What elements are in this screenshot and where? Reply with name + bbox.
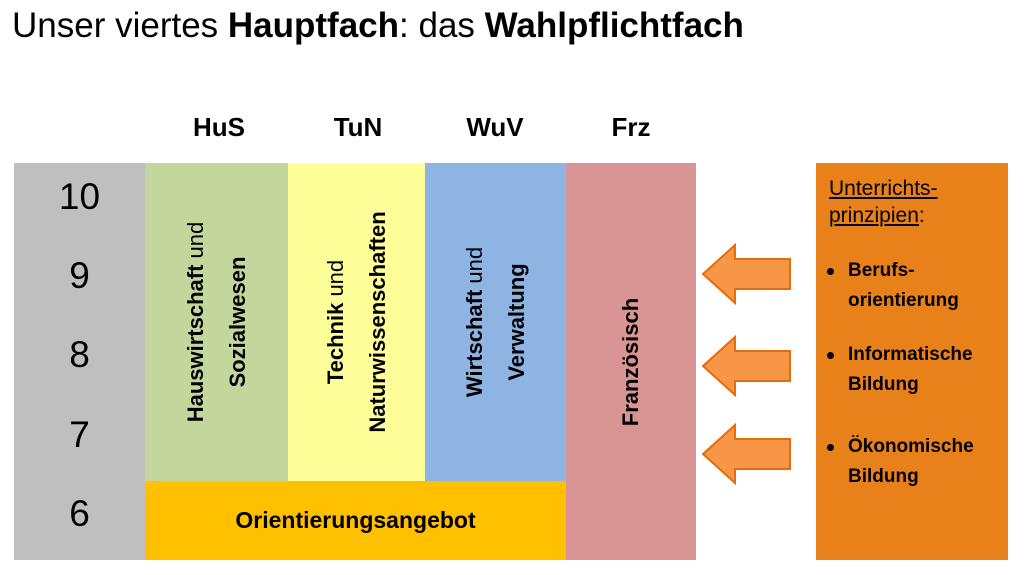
title-text: : das (399, 6, 485, 45)
principles-heading: Unterrichts- prinzipien: (829, 177, 938, 227)
subject-wuv-label: Wirtschaft und Verwaltung (461, 246, 529, 398)
column-header-frz: Frz (611, 112, 651, 142)
grade-label: 7 (69, 414, 90, 455)
grade-label: 6 (69, 493, 90, 534)
principle-item: Ökonomische Bildung (827, 432, 1007, 492)
title-text: Unser viertes (12, 6, 228, 45)
page-title: Unser viertes Hauptfach: das Wahlpflicht… (12, 6, 744, 46)
column-header-wuv: WuV (466, 112, 524, 142)
subject-hus: Hauswirtschaft und Sozialwesen (145, 163, 288, 481)
grade-label: 10 (58, 176, 101, 217)
subject-hus-label: Hauswirtschaft und Sozialwesen (182, 221, 250, 423)
subject-frz-label: Französisch (618, 297, 643, 426)
subject-frz: Französisch (566, 163, 696, 560)
column-header-tun: TuN (333, 112, 383, 142)
teaching-principles-box: Unterrichts- prinzipien: Berufs- orienti… (816, 163, 1008, 560)
principle-item: Informatische Bildung (827, 340, 1007, 400)
subject-wuv: Wirtschaft und Verwaltung (425, 163, 566, 481)
grade-label: 8 (69, 334, 90, 375)
subject-tun: Technik und Naturwissenschaften (288, 163, 425, 481)
title-bold-text: Wahlpflichtfach (484, 6, 744, 45)
arrow-left-icon (701, 242, 791, 306)
grade-column: 10 9 8 7 6 (14, 163, 145, 560)
column-header-hus: HuS (193, 112, 245, 142)
bullet-icon (827, 352, 834, 359)
bullet-icon (827, 444, 834, 451)
title-bold-text: Hauptfach (227, 6, 400, 45)
arrow-left-icon (701, 334, 791, 398)
bullet-icon (827, 268, 834, 275)
principle-item: Berufs- orientierung (827, 256, 1007, 316)
subject-tun-label: Technik und Naturwissenschaften (322, 211, 390, 433)
orientation-offer-bar: Orientierungsangebot (145, 481, 566, 560)
arrow-left-icon (701, 422, 791, 486)
grade-label: 9 (69, 255, 90, 296)
